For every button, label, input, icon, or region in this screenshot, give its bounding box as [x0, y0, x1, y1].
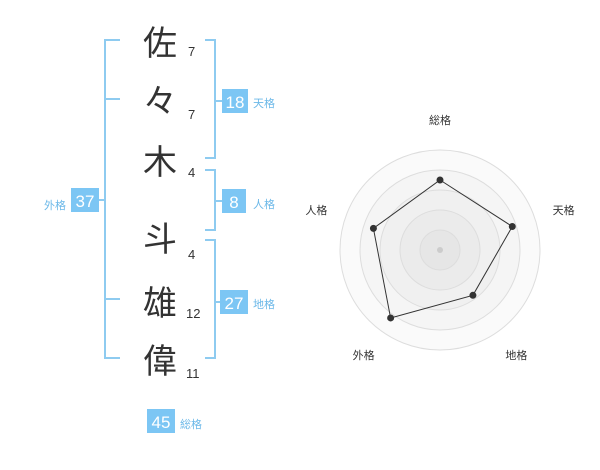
radar-point	[369, 224, 377, 232]
char-5: 雄	[143, 284, 177, 324]
gaikaku-value: 37	[76, 192, 95, 211]
jinkaku-badge: 8 人格	[222, 189, 275, 213]
gaikaku-label: 外格	[44, 198, 66, 212]
char-6: 偉	[143, 342, 177, 382]
jinkaku-bracket	[205, 169, 222, 231]
gaikaku-bracket	[98, 39, 120, 359]
radar-center	[437, 247, 443, 253]
radar-rings	[339, 149, 541, 351]
tenkaku-bracket	[205, 39, 222, 159]
stroke-count-3: 4	[188, 165, 195, 180]
char-1: 佐	[143, 24, 177, 64]
radar-point	[508, 223, 516, 231]
radar-axis-label: 外格	[353, 348, 375, 362]
radar-points	[369, 176, 516, 322]
soukaku-value: 45	[152, 413, 171, 432]
char-2: 々	[143, 82, 177, 122]
soukaku-label: 総格	[180, 417, 202, 431]
gaikaku-badge: 外格 37	[44, 188, 99, 212]
radar-axis-label: 人格	[305, 203, 327, 217]
tenkaku-badge: 18 天格	[222, 89, 275, 113]
radar-axis-label: 天格	[553, 203, 575, 217]
stroke-count-1: 7	[188, 44, 195, 59]
chikaku-value: 27	[225, 294, 244, 313]
tenkaku-label: 天格	[253, 96, 275, 110]
chikaku-bracket	[205, 239, 222, 359]
stroke-count-2: 7	[188, 107, 195, 122]
stroke-count-4: 4	[188, 247, 195, 262]
radar-point	[436, 176, 444, 184]
char-3: 木	[143, 143, 177, 183]
jinkaku-value: 8	[229, 193, 238, 212]
chikaku-label: 地格	[253, 297, 275, 311]
radar-polygon	[372, 179, 513, 319]
char-4: 斗	[143, 220, 177, 260]
stroke-count-6: 11	[186, 366, 200, 381]
radar-point	[469, 291, 477, 299]
radar-axis-label: 地格	[505, 348, 527, 362]
radar-axis-label: 総格	[429, 113, 451, 127]
stroke-count-5: 12	[186, 306, 200, 321]
tenkaku-value: 18	[226, 93, 245, 112]
jinkaku-label: 人格	[253, 197, 275, 211]
soukaku-badge: 45 総格	[147, 409, 202, 433]
chikaku-badge: 27 地格	[220, 290, 275, 314]
radar-point	[387, 314, 395, 322]
